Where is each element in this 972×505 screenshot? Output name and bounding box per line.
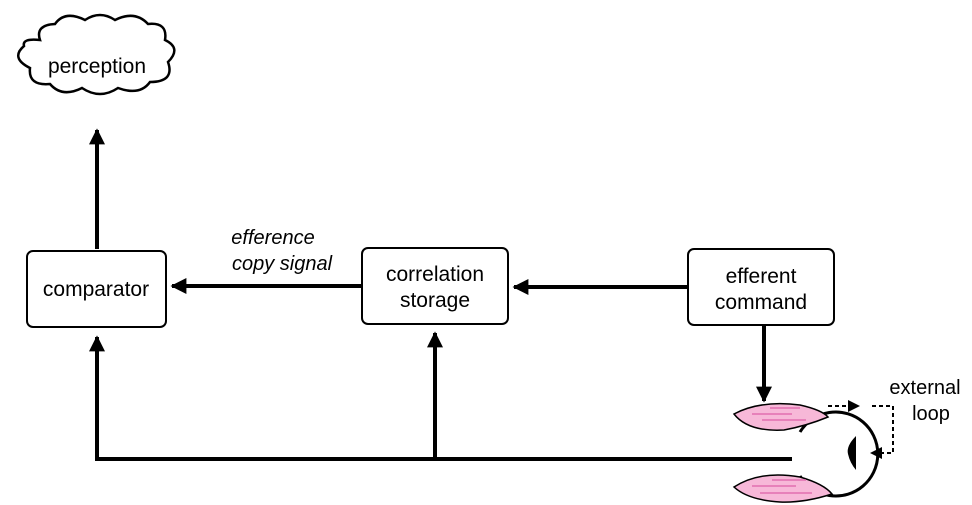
eye-icon (732, 402, 880, 503)
perception-label: perception (48, 55, 146, 78)
arrow-eye-to-comparator (89, 335, 792, 461)
efference-copy-label-line2: copy signal (232, 253, 333, 275)
comparator-box (26, 250, 167, 328)
correlation-storage-label-line2: storage (400, 289, 470, 312)
pupil-highlight (857, 450, 863, 456)
external-loop-label: external loop (889, 377, 960, 425)
efferent-command-label-line2: command (715, 291, 807, 314)
efference-copy-label: efference copy signal (231, 227, 332, 275)
efferent-command-label-line1: efferent (726, 265, 797, 288)
external-loop-label-line1: external (889, 377, 960, 399)
perception-node: perception (17, 13, 176, 96)
upper-muscle-shape (732, 402, 830, 431)
efferent-command-node: efferent command (687, 248, 835, 326)
comparator-node: comparator (26, 250, 167, 328)
correlation-storage-node: correlation storage (361, 247, 509, 325)
external-loop-label-line2: loop (912, 403, 950, 425)
comparator-label: comparator (43, 278, 149, 301)
pupil-shape (847, 436, 856, 470)
correlation-storage-label-line1: correlation (386, 263, 484, 286)
external-loop-arrow-back (870, 405, 894, 459)
efference-copy-label-line1: efference (231, 227, 314, 249)
cloud-shape (17, 13, 176, 96)
correlation-storage-box (361, 247, 509, 325)
lower-muscle-shape (732, 474, 834, 503)
